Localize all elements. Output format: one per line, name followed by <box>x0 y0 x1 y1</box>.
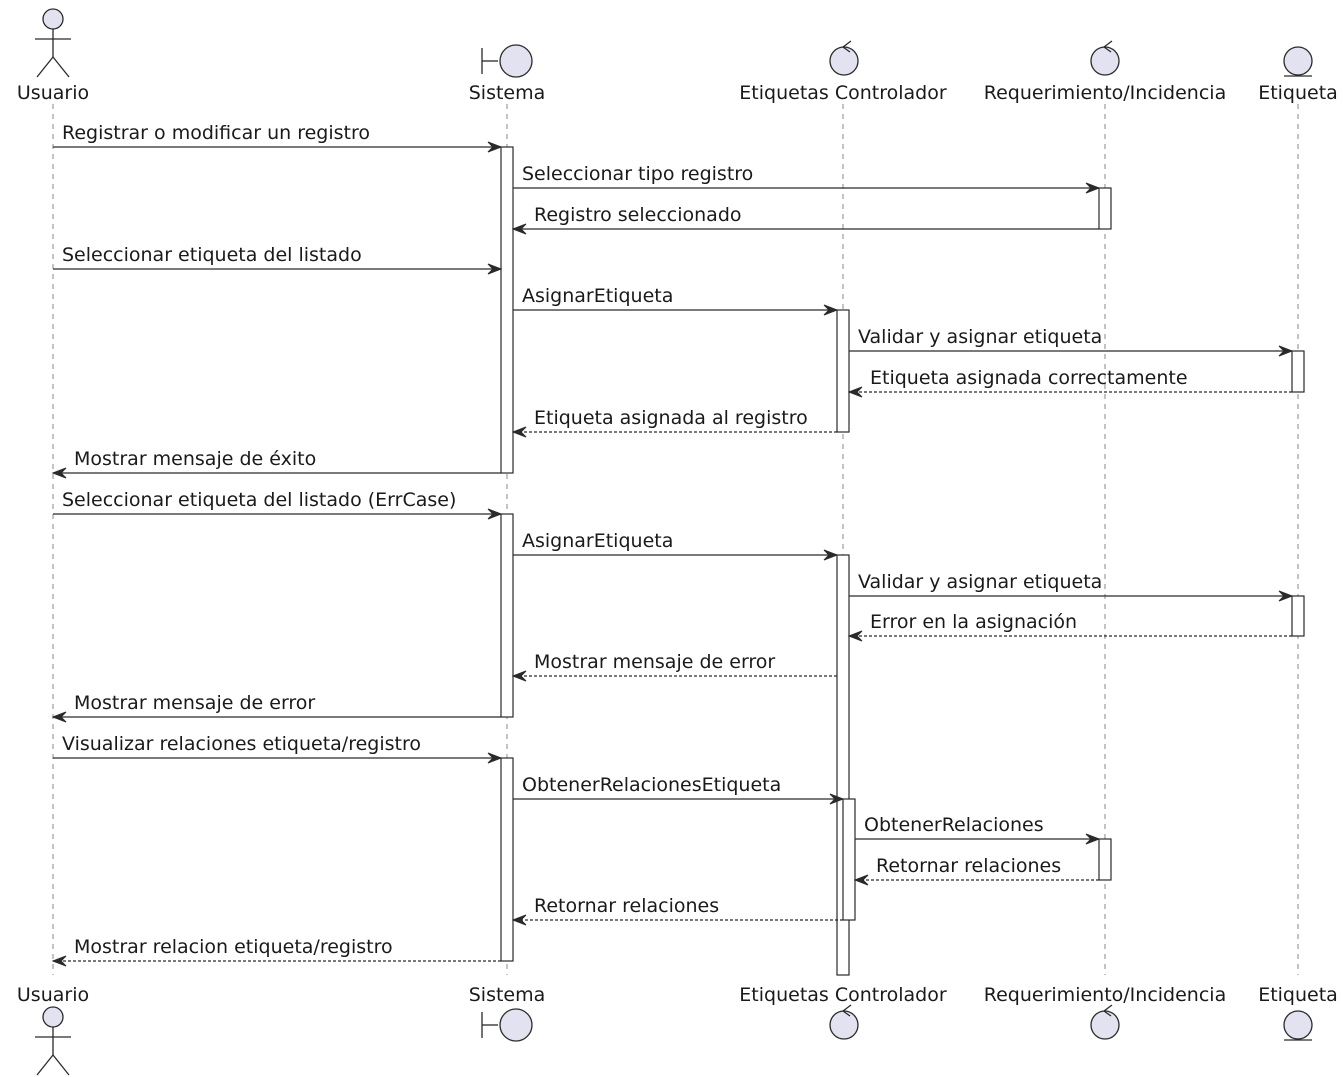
message-arrow <box>513 304 839 316</box>
message-label: Mostrar mensaje de error <box>534 651 775 673</box>
message-label: Seleccionar etiqueta del listado <box>62 244 362 266</box>
message-label: Validar y asignar etiqueta <box>858 326 1102 348</box>
control-icon <box>1090 1004 1120 1040</box>
activation-bar-etiqueta <box>1291 350 1305 393</box>
control-icon <box>1090 40 1120 76</box>
message-arrow <box>853 874 1099 886</box>
message-label: ObtenerRelaciones <box>864 814 1044 836</box>
participant-label-etiqueta-top: Etiqueta <box>1258 82 1338 104</box>
control-icon <box>829 40 859 76</box>
message-label: ObtenerRelacionesEtiqueta <box>522 774 781 796</box>
message-arrow <box>51 711 501 723</box>
message-label: Validar y asignar etiqueta <box>858 571 1102 593</box>
activation-bar-etiqueta <box>1291 595 1305 637</box>
control-icon <box>829 1004 859 1040</box>
message-arrow <box>847 386 1292 398</box>
activation-bar-requerimiento <box>1098 187 1112 230</box>
message-arrow <box>511 670 837 682</box>
participant-label-usuario-bottom: Usuario <box>17 984 89 1006</box>
message-arrow <box>855 833 1101 845</box>
participant-label-sistema-top: Sistema <box>469 82 546 104</box>
activation-bar-sistema <box>500 513 514 718</box>
entity-icon <box>1283 1010 1313 1041</box>
message-arrow <box>53 263 503 275</box>
participant-label-requerimiento-top: Requerimiento/Incidencia <box>984 82 1226 104</box>
message-arrow <box>53 752 503 764</box>
activation-bar-controlador <box>836 309 850 433</box>
message-label: Registro seleccionado <box>534 204 742 226</box>
activation-bar-sistema <box>500 757 514 962</box>
message-arrow <box>849 590 1294 602</box>
message-label: Registrar o modificar un registro <box>62 122 370 144</box>
participant-label-controlador-top: Etiquetas Controlador <box>739 82 947 104</box>
message-arrow <box>511 426 837 438</box>
message-label: Etiqueta asignada al registro <box>534 407 808 429</box>
entity-icon <box>1283 46 1313 77</box>
message-arrow <box>511 914 843 926</box>
message-arrow <box>513 182 1101 194</box>
participant-label-etiqueta-bottom: Etiqueta <box>1258 984 1338 1006</box>
message-label: Visualizar relaciones etiqueta/registro <box>62 733 421 755</box>
participant-label-controlador-bottom: Etiquetas Controlador <box>739 984 947 1006</box>
message-arrow <box>513 549 839 561</box>
message-label: Mostrar relacion etiqueta/registro <box>74 936 393 958</box>
message-label: Etiqueta asignada correctamente <box>870 367 1188 389</box>
message-arrow <box>847 630 1292 642</box>
message-arrow <box>51 955 501 967</box>
message-arrow <box>849 345 1294 357</box>
message-label: Seleccionar etiqueta del listado (ErrCas… <box>62 489 456 511</box>
message-label: Mostrar mensaje de error <box>74 692 315 714</box>
message-arrow <box>53 141 503 153</box>
message-label: Retornar relaciones <box>876 855 1061 877</box>
participant-label-usuario-top: Usuario <box>17 82 89 104</box>
activation-bar-requerimiento <box>1098 838 1112 881</box>
actor-icon <box>35 1006 71 1076</box>
message-label: Error en la asignación <box>870 611 1077 633</box>
message-label: AsignarEtiqueta <box>522 285 673 307</box>
message-arrow <box>511 223 1099 235</box>
message-arrow <box>53 508 503 520</box>
actor-icon <box>35 8 71 78</box>
boundary-icon <box>481 44 533 78</box>
boundary-icon <box>481 1008 533 1042</box>
message-label: Seleccionar tipo registro <box>522 163 753 185</box>
activation-bar-controlador <box>842 798 856 921</box>
message-arrow <box>51 467 501 479</box>
message-label: Retornar relaciones <box>534 895 719 917</box>
message-label: Mostrar mensaje de éxito <box>74 448 316 470</box>
participant-label-requerimiento-bottom: Requerimiento/Incidencia <box>984 984 1226 1006</box>
participant-label-sistema-bottom: Sistema <box>469 984 546 1006</box>
message-arrow <box>513 793 845 805</box>
activation-bar-sistema <box>500 146 514 474</box>
message-label: AsignarEtiqueta <box>522 530 673 552</box>
